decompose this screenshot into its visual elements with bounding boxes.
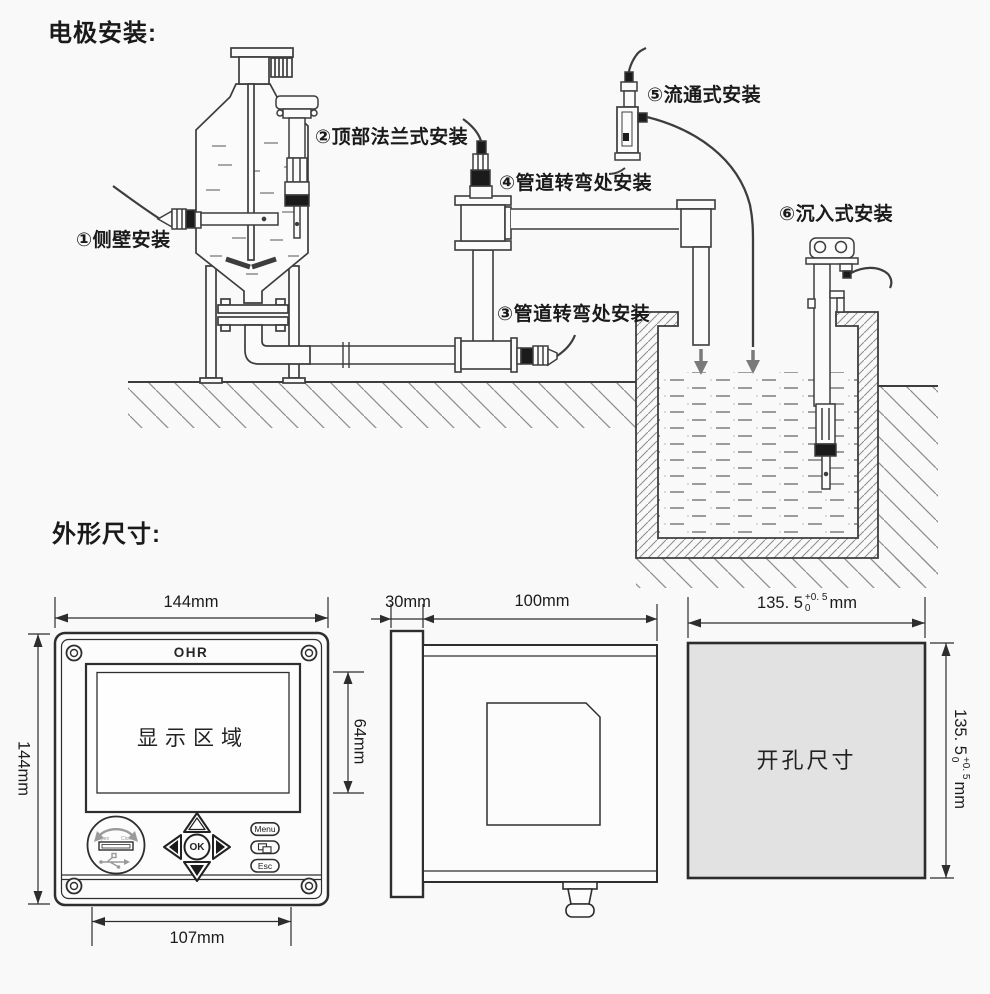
pipework	[308, 195, 716, 373]
ok-key-label: OK	[189, 842, 205, 853]
tolerance-minus: 0	[804, 603, 811, 614]
agitator-shaft	[247, 83, 255, 261]
front-width-dimension: 144mm	[163, 593, 219, 611]
usb-cover	[86, 815, 146, 875]
pit-walls	[635, 311, 879, 559]
usb-icon	[99, 852, 130, 869]
tank	[195, 47, 311, 384]
electrode-top-flange	[275, 95, 319, 239]
label-side-wall-install: ①侧壁安装	[76, 230, 171, 251]
tank-leg	[205, 265, 217, 379]
usb-open-label: Open	[97, 836, 110, 842]
submersion-assembly	[805, 237, 893, 490]
label-top-flange-install: ②顶部法兰式安装	[315, 127, 469, 148]
electrode-cable	[556, 334, 577, 357]
panel-cutout-square	[686, 641, 927, 880]
flow-cell	[608, 47, 755, 347]
front-height-dimension: 144mm	[14, 740, 33, 796]
menu-key-label: Menu	[254, 824, 276, 834]
electrode-cable	[462, 118, 483, 142]
flow-cell-cable-to-pit	[646, 115, 755, 347]
display-height-dimension: 64mm	[350, 718, 369, 765]
side-view	[389, 629, 658, 918]
body-depth-dimension: 100mm	[514, 592, 570, 610]
electrode-cable	[112, 185, 161, 220]
label-pipe-bend-lower-install: ③管道转弯处安装	[497, 304, 651, 325]
body-width-dimension: 107mm	[169, 929, 225, 947]
dimensions-section-title: 外形尺寸:	[52, 521, 161, 548]
esc-key	[250, 858, 280, 873]
cable-gland	[562, 881, 598, 918]
display-area	[96, 671, 290, 794]
flow-cell-cable-bottom	[608, 167, 626, 175]
electrode-side-wall	[112, 185, 279, 230]
cutout-label: 开孔尺寸	[756, 748, 857, 773]
ground-hatching	[128, 381, 938, 588]
bezel-depth-dimension: 30mm	[385, 593, 431, 611]
electrode-pipe-bend-lower	[516, 334, 577, 367]
tolerance-plus: +0. 5	[804, 592, 828, 603]
agitator-blades	[225, 256, 277, 270]
corner-screw-icon	[65, 644, 318, 895]
ok-key	[183, 833, 211, 861]
electrode-pipe-bend-upper	[462, 118, 493, 199]
agitator-motor	[230, 47, 294, 85]
tank-bottom-flange	[217, 298, 289, 332]
cutout-unit: mm	[829, 593, 857, 612]
tolerance-plus: +0. 5	[960, 756, 971, 780]
nav-keys	[163, 812, 231, 882]
label-flow-through-install: ⑤流通式安装	[647, 85, 762, 106]
esc-key-label: Esc	[257, 860, 273, 871]
display-area-label: 显示区域	[137, 726, 249, 750]
usb-close-label: Close	[121, 836, 134, 842]
side-label-area	[486, 702, 601, 826]
front-view	[53, 631, 330, 907]
outlet-elbow	[244, 324, 311, 365]
install-section-title: 电极安装:	[48, 20, 157, 47]
dimension-lines	[28, 597, 954, 946]
open-close-arrow-icon	[96, 827, 136, 839]
pit	[635, 311, 879, 559]
cutout-height-value: 135. 5	[951, 709, 970, 755]
menu-key	[250, 821, 280, 837]
cutout-view	[686, 641, 927, 880]
cutout-unit: mm	[951, 781, 970, 809]
electrode-cable	[850, 266, 893, 289]
tolerance-minus: 0	[949, 756, 960, 763]
cutout-width-value: 135. 5	[757, 593, 803, 612]
brand-logo: OHR	[173, 645, 209, 660]
label-pipe-bend-upper-install: ④管道转弯处安装	[499, 173, 653, 194]
label-submersion-install: ⑥沉入式安装	[779, 204, 894, 225]
function-keys	[250, 821, 280, 873]
flow-direction-arrows	[694, 349, 760, 375]
